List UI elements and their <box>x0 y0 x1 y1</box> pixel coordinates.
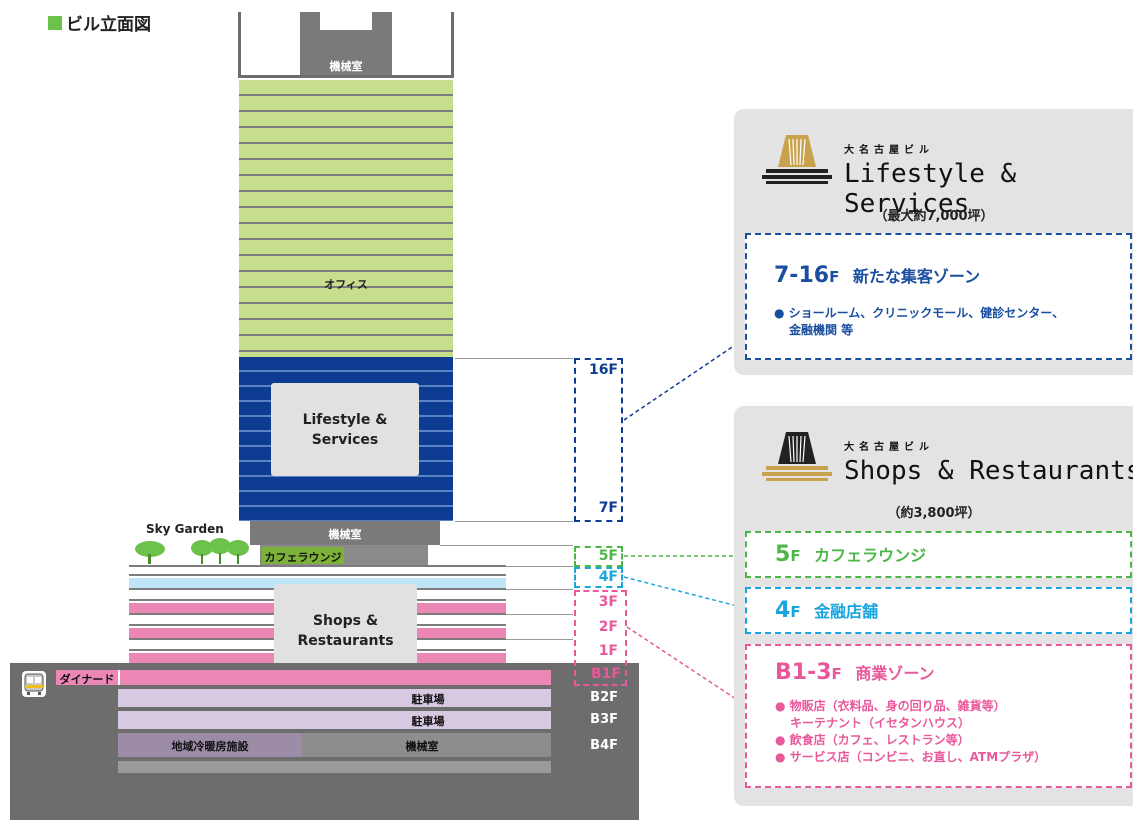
zone-b1-3f-text: 商業ゾーン <box>855 664 935 683</box>
office-label: オフィス <box>324 278 368 291</box>
zone-5f-f: F <box>790 547 801 565</box>
brand-name-en: Shops & Restaurants <box>844 456 1133 486</box>
zone-5f-text: カフェラウンジ <box>814 546 927 565</box>
zone-b1-3f-line3: ● 飲食店（カフェ、レストラン等） <box>775 733 970 747</box>
zone-b1-3f-title: B1-3F 商業ゾーン <box>775 660 935 685</box>
b4-machine-room-block: 機械室 <box>302 733 551 757</box>
parking-b2-label: 駐車場 <box>411 693 445 706</box>
page-title: ビル立面図 <box>48 10 151 35</box>
zone-b1-3f-line2: キーテナント（イセタンハウス） <box>790 716 971 730</box>
office-floors: オフィス <box>239 80 453 357</box>
district-heating-label: 地域冷暖房施設 <box>171 740 249 753</box>
leader-line <box>506 639 573 640</box>
zone-5f-num: 5 <box>775 542 791 567</box>
floor-label-4f: 4F <box>598 569 618 585</box>
lifestyle-panel: 大名古屋ビル Lifestyle & Services （最大約7,000坪） … <box>734 109 1133 375</box>
zone-5f: 5F カフェラウンジ <box>745 531 1132 578</box>
parking-b3-block: 駐車場 <box>118 711 551 729</box>
shops-block-line1: Shops & <box>312 612 379 629</box>
area-text: （約3,800坪） <box>887 506 981 521</box>
floor-label-5f: 5F <box>598 548 618 564</box>
leader-line <box>440 545 573 546</box>
zone-4f-num: 4 <box>775 598 791 623</box>
b4-machine-room-label: 機械室 <box>405 740 439 753</box>
lifestyle-block-line2: Services <box>311 431 379 448</box>
zone-7-16f-text: 新たな集客ゾーン <box>852 267 981 286</box>
rooftop-machine-room-label: 機械室 <box>329 60 363 73</box>
zone-7-16f: 7-16F 新たな集客ゾーン ● ショールーム、クリニックモール、健診センター、… <box>745 233 1132 360</box>
mid-machine-room-label: 機械室 <box>328 528 362 541</box>
floor-label-2f: 2F <box>598 619 618 635</box>
zone-b1-3f-num: B1-3 <box>775 660 832 685</box>
zone-4f-text: 金融店舗 <box>814 602 879 621</box>
floor-label-3f: 3F <box>598 594 618 610</box>
floor-label-7f: 7F <box>598 500 618 516</box>
zone-b1-3f-f: F <box>831 665 842 683</box>
parking-b2-block: 駐車場 <box>118 689 551 707</box>
zone-5f-title: 5F カフェラウンジ <box>775 542 926 567</box>
lifestyle-block: Lifestyle & Services <box>271 383 419 476</box>
brand-name-en: Lifestyle & Services <box>844 159 1017 219</box>
zone-7-16f-f: F <box>829 268 840 286</box>
zone-4f-title: 4F 金融店舗 <box>775 598 878 623</box>
mid-machine-room: 機械室 <box>250 521 440 545</box>
train-icon <box>22 671 46 697</box>
page-title-text: ビル立面図 <box>66 15 151 35</box>
area-text: （最大約7,000坪） <box>874 209 994 224</box>
brand-logo-icon <box>762 133 832 185</box>
cafe-lounge-block: カフェラウンジ <box>262 547 344 564</box>
leader-line <box>455 358 573 359</box>
zone-b1-3f-line4: ● サービス店（コンビニ、お直し、ATMプラザ） <box>775 750 1047 764</box>
b5-strip <box>118 761 551 773</box>
lifestyle-block-line1: Lifestyle & <box>302 411 388 428</box>
green-square-icon <box>48 15 62 30</box>
floor-label-b1f: B1F <box>591 666 621 682</box>
zone-b1-3f: B1-3F 商業ゾーン ● 物販店（衣料品、身の回り品、雑貨等） キーテナント（… <box>745 644 1132 788</box>
floor-label-1f: 1F <box>598 643 618 659</box>
brand-name-jp: 大名古屋ビル <box>844 145 934 156</box>
floor-bracket-5f <box>574 546 623 567</box>
dinard-block: ダイナード <box>56 670 551 686</box>
floor-label-b4f: B4F <box>590 738 618 753</box>
zone-4f-f: F <box>790 603 801 621</box>
leader-line <box>506 589 573 590</box>
shops-block: Shops & Restaurants <box>274 584 417 677</box>
sky-garden-label: Sky Garden <box>146 522 224 536</box>
floor-label-b3f: B3F <box>590 712 618 727</box>
district-heating-block: 地域冷暖房施設 <box>118 733 302 757</box>
zone-b1-3f-line1: ● 物販店（衣料品、身の回り品、雑貨等） <box>775 699 1006 713</box>
shops-panel: 大名古屋ビル Shops & Restaurants （約3,800坪） 5F … <box>734 406 1133 806</box>
floor-bracket-b1-3f <box>574 590 627 686</box>
cafe-lounge-label: カフェラウンジ <box>264 551 342 564</box>
zone-7-16f-line2: 金融機関 等 <box>789 323 854 337</box>
leader-line <box>455 521 573 522</box>
floor-label-16f: 16F <box>588 362 618 378</box>
leader-line <box>506 614 573 615</box>
zone-7-16f-line1: ● ショールーム、クリニックモール、健診センター、 <box>774 306 1065 320</box>
floor-label-b2f: B2F <box>590 690 618 705</box>
tree-icon <box>133 540 167 564</box>
brand-logo-icon <box>762 430 832 482</box>
parking-b3-label: 駐車場 <box>411 715 445 728</box>
rooftop-machine-room: 機械室 <box>300 12 392 75</box>
zone-7-16f-title: 7-16F 新たな集客ゾーン <box>774 263 980 288</box>
brand-name-jp: 大名古屋ビル <box>844 442 934 453</box>
dinard-label: ダイナード <box>59 673 115 686</box>
shops-block-line2: Restaurants <box>297 632 394 649</box>
zone-7-16f-num: 7-16 <box>774 263 830 288</box>
floor-bracket-4f <box>574 567 623 588</box>
leader-line <box>506 566 573 567</box>
floor-bracket-lifestyle <box>574 358 623 522</box>
rooftop-frame <box>238 12 454 78</box>
zone-4f: 4F 金融店舗 <box>745 587 1132 634</box>
basement: ダイナード 駐車場 駐車場 地域冷暖房施設 機械室 <box>10 663 639 820</box>
tree-icon <box>190 538 250 564</box>
